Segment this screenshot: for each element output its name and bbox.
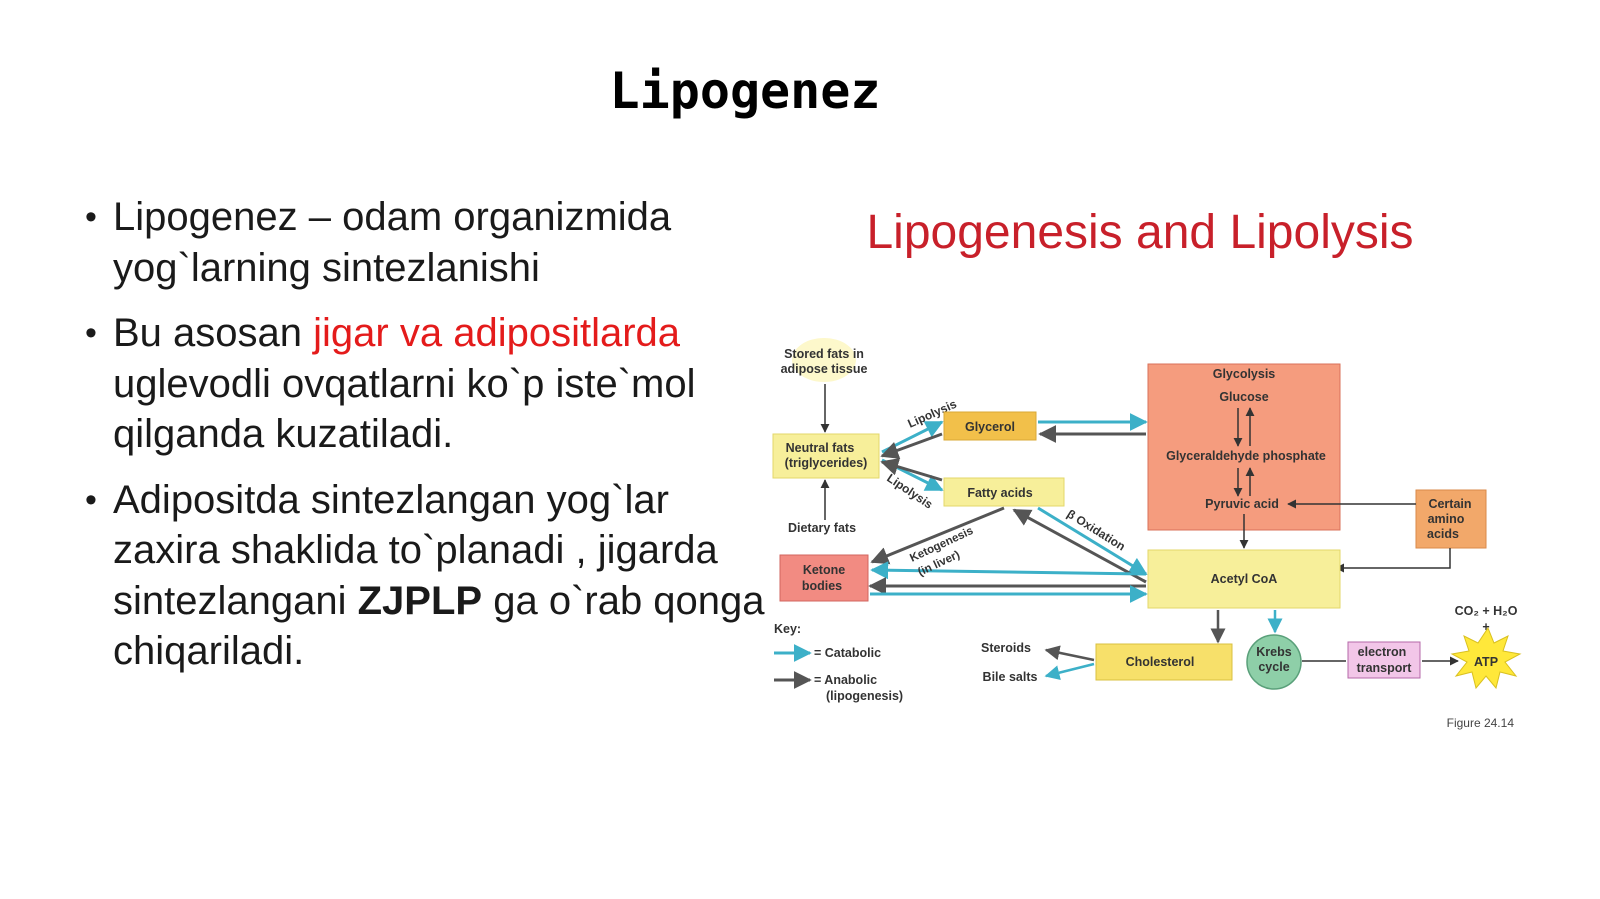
plus-label: + xyxy=(1482,620,1489,634)
fatty-acids-label: Fatty acids xyxy=(967,486,1032,500)
acetyl-coa-box xyxy=(1147,549,1341,609)
bullet-item: • Bu asosan jigar va adipositlarda uglev… xyxy=(85,308,765,460)
electron-label-1: electron xyxy=(1358,645,1407,659)
neutral-fats-box xyxy=(772,433,880,479)
stored-fats-label-2: adipose tissue xyxy=(781,362,868,376)
cholesterol-label: Cholesterol xyxy=(1126,655,1195,669)
glycerol-box xyxy=(943,411,1037,441)
glucose-label: Glucose xyxy=(1219,390,1268,404)
electron-transport-box xyxy=(1347,641,1421,679)
bullet-dot: • xyxy=(85,198,97,236)
key-anabolic-label-1: = Anabolic xyxy=(814,673,877,687)
amino-label-3: acids xyxy=(1427,527,1459,541)
bullet-text: Lipogenez – odam organizmida yog`larning… xyxy=(113,195,672,290)
acetyl-coa-label: Acetyl CoA xyxy=(1211,572,1278,586)
ketone-bodies-box xyxy=(779,554,869,602)
highlighted-text: jigar va adipositlarda xyxy=(313,311,681,355)
diagram-svg: Lipogenesis and Lipolysis Stored fats in… xyxy=(772,206,1522,730)
neutral-fats-label-2: (triglycerides) xyxy=(785,456,868,470)
electron-label-2: transport xyxy=(1357,661,1413,675)
g3p-label: Glyceraldehyde phosphate xyxy=(1166,449,1326,463)
bullet-item: • Adipositda sintezlangan yog`lar zaxira… xyxy=(85,475,765,677)
glycolysis-box xyxy=(1147,363,1341,531)
arrow-amino-to-acetyl xyxy=(1335,548,1451,573)
glycolysis-label: Glycolysis xyxy=(1213,367,1276,381)
bullet-dot: • xyxy=(85,480,97,519)
krebs-label-1: Krebs xyxy=(1256,645,1291,659)
pyruvic-label: Pyruvic acid xyxy=(1205,497,1279,511)
arrow-fatty-to-neutral xyxy=(880,458,943,482)
arrow-beta-oxidation xyxy=(1037,506,1148,576)
krebs-cycle-circle xyxy=(1246,634,1302,690)
bullet-text-part: Bu asosan xyxy=(113,311,314,355)
krebs-label-2: cycle xyxy=(1258,660,1289,674)
ketone-label-1: Ketone xyxy=(803,563,845,577)
co2-h2o-label: CO₂ + H₂O xyxy=(1455,604,1518,618)
figure-caption: Figure 24.14 xyxy=(1447,716,1515,730)
neutral-fats-label-1: Neutral fats xyxy=(786,441,855,455)
fatty-acids-box xyxy=(943,477,1065,507)
bullet-text-part: uglevodli ovqatlarni ko`p iste`mol qilga… xyxy=(113,361,696,457)
glycerol-label: Glycerol xyxy=(965,420,1015,434)
arrow-cholesterol-to-steroids xyxy=(1044,645,1095,662)
key-label: Key: xyxy=(774,622,801,636)
stored-fats-label-1: Stored fats in xyxy=(784,347,864,361)
bile-salts-label: Bile salts xyxy=(983,670,1038,684)
bullet-text-part: Adipositda sintezlangan yog`lar zaxira s… xyxy=(113,477,718,623)
amino-acids-box xyxy=(1415,489,1487,549)
arrow-acetyl-to-fatty xyxy=(1012,508,1147,584)
key-catabolic-label: = Catabolic xyxy=(814,646,881,660)
slide-title: Lipogenez xyxy=(609,62,881,120)
arrow-ketogenesis xyxy=(870,561,1147,580)
diagram-title: Lipogenesis and Lipolysis xyxy=(866,206,1413,259)
lipogenesis-diagram: Lipogenesis and Lipolysis Stored fats in… xyxy=(770,190,1570,750)
bold-text: ZJPLP xyxy=(357,578,483,623)
stored-fats-highlight xyxy=(792,338,856,382)
key-anabolic-label-2: (lipogenesis) xyxy=(826,689,903,703)
bullet-dot: • xyxy=(85,314,97,352)
dietary-fats-label: Dietary fats xyxy=(788,521,856,535)
bullet-text-part: ga o`rab qonga chiqariladi. xyxy=(113,578,765,674)
arrow-glycerol-to-neutral xyxy=(880,432,943,459)
bullet-list: • Lipogenez – odam organizmida yog`larni… xyxy=(85,192,765,692)
arrow-cholesterol-to-bile xyxy=(1044,662,1095,681)
atp-label: ATP xyxy=(1474,655,1498,669)
amino-label-2: amino xyxy=(1428,512,1465,526)
atp-star xyxy=(1450,626,1522,690)
cholesterol-box xyxy=(1095,643,1233,681)
arrow-fatty-to-ketone xyxy=(870,506,1005,565)
ketone-label-2: bodies xyxy=(802,579,842,593)
steroids-label: Steroids xyxy=(981,641,1031,655)
bullet-item: • Lipogenez – odam organizmida yog`larni… xyxy=(85,192,765,293)
amino-label-1: Certain xyxy=(1428,497,1471,511)
